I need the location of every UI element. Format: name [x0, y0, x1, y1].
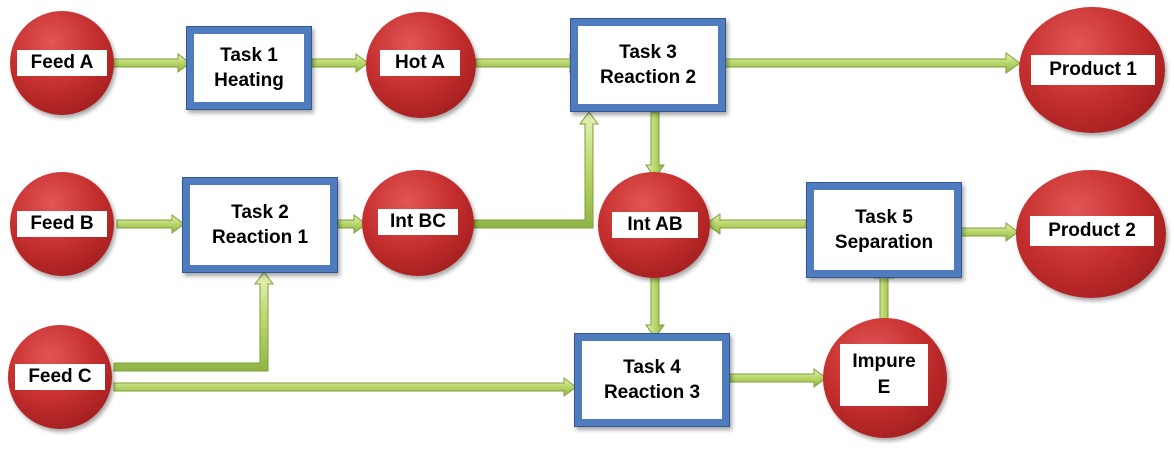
task-4-reaction-3: Task 4 Reaction 3	[574, 333, 730, 427]
arrow-hot-a-to-task-3	[475, 53, 583, 73]
label-int-bc: Int BC	[378, 209, 458, 235]
task-5-separation: Task 5 Separation	[806, 182, 962, 278]
label-impure-e: Impure E	[840, 344, 928, 406]
task-3-label: Task 3 Reaction 2	[599, 42, 697, 88]
arrow-task-3-to-product-1	[723, 52, 1021, 74]
task-2-reaction-1: Task 2 Reaction 1	[182, 177, 338, 273]
arrow-task-1-to-hot-a	[311, 53, 369, 73]
label-hot-a: Hot A	[380, 50, 460, 76]
label-product-2: Product 2	[1030, 216, 1154, 246]
arrow-int-ab-to-task-4	[645, 275, 665, 339]
label-product-1: Product 1	[1031, 55, 1155, 85]
label-int-ab: Int AB	[612, 212, 698, 238]
arrow-feed-b-to-task-2	[116, 214, 185, 234]
label-feed-b: Feed B	[17, 211, 107, 237]
label-feed-c: Feed C	[15, 364, 105, 390]
arrow-task-5-to-product-2	[959, 222, 1019, 242]
arrow-task-3-to-int-ab	[645, 111, 665, 179]
task-1-label: Task 1 Heating	[214, 45, 284, 91]
arrow-task-2-to-int-bc	[337, 214, 367, 234]
task-5-label: Task 5 Separation	[834, 207, 934, 253]
label-feed-a: Feed A	[17, 50, 107, 76]
task-2-label: Task 2 Reaction 1	[211, 202, 309, 248]
task-4-label: Task 4 Reaction 3	[603, 357, 701, 403]
arrow-feed-c-to-task-2	[113, 271, 274, 372]
task-3-reaction-2: Task 3 Reaction 2	[570, 18, 726, 112]
arrow-task-5-to-int-ab	[705, 213, 807, 235]
arrow-task-4-to-impure-e	[729, 368, 827, 388]
task-1-heating: Task 1 Heating	[186, 26, 312, 110]
arrow-feed-c-to-task-4	[113, 377, 577, 397]
arrow-int-bc-to-task-3	[473, 111, 599, 229]
arrow-feed-a-to-task-1	[111, 53, 191, 73]
